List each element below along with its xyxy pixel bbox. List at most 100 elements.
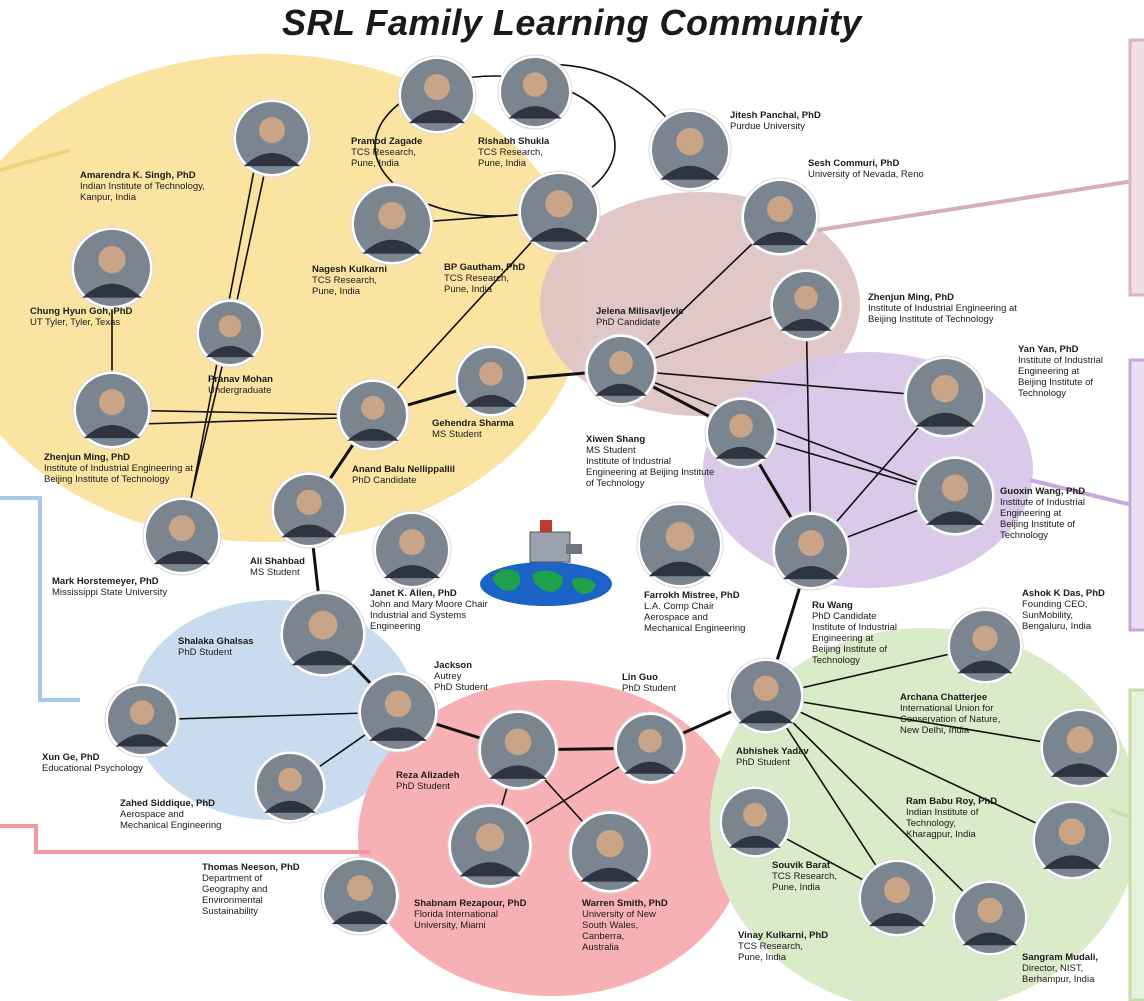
- photo-bp: [517, 170, 601, 254]
- link-abhishek-vinay: [765, 695, 898, 899]
- photo-nagesh: [350, 182, 434, 266]
- link-xun-jackson: [141, 711, 399, 721]
- photo-sangram: [951, 879, 1029, 957]
- photo-vinay: [857, 858, 937, 938]
- link-tcs-loop: [374, 75, 616, 217]
- photo-guoxin: [914, 455, 996, 537]
- photo-archana: [1039, 707, 1121, 789]
- photo-xun: [104, 682, 180, 758]
- link-abhishek-rambabu: [765, 695, 1073, 841]
- photo-rishabh: [497, 54, 573, 130]
- photo-jitesh: [648, 108, 732, 192]
- photo-shalaka: [279, 590, 367, 678]
- photo-zahed: [253, 750, 327, 824]
- photo-zhenjun-left: [72, 370, 152, 450]
- photo-amarendra: [232, 98, 312, 178]
- connector-blue: [0, 496, 80, 702]
- photo-reza: [477, 709, 559, 791]
- photo-anand: [336, 378, 410, 452]
- connector-mauve: [817, 178, 1141, 232]
- photo-ali: [270, 471, 348, 549]
- photo-rambabu: [1031, 799, 1113, 881]
- link-abhishek-archana: [765, 695, 1081, 749]
- photo-lin: [613, 711, 687, 785]
- side-panels: [1128, 38, 1144, 1001]
- photo-chung: [70, 226, 154, 310]
- photo-sesh: [740, 177, 820, 257]
- edge-connectors: [0, 148, 1144, 854]
- link-abhishek-sangram: [765, 695, 991, 919]
- photo-mark: [142, 496, 222, 576]
- link-bp-anand: [372, 211, 560, 416]
- photo-xiwen: [704, 396, 778, 470]
- photo-thomas: [320, 856, 400, 936]
- photo-yanyan: [903, 355, 987, 439]
- side-panel-mauve: [1128, 38, 1144, 297]
- connector-yellow: [0, 148, 71, 172]
- globe-land-1: [492, 569, 521, 591]
- connector-pink: [0, 824, 370, 854]
- machine-body: [529, 531, 571, 563]
- machine-top: [540, 520, 552, 532]
- photo-pramod: [397, 55, 477, 135]
- label-sangram: Sangram Mudali,Director, NIST,Berhampur,…: [1022, 952, 1099, 985]
- globe-land-3: [572, 577, 596, 594]
- photo-farrokh: [636, 501, 724, 589]
- link-zhenjun-anand: [139, 417, 341, 425]
- photo-gehendra: [454, 344, 528, 418]
- photo-jelena: [584, 333, 658, 407]
- photo-souvik: [718, 785, 792, 859]
- link-zhenjun_left-anand: [111, 409, 374, 416]
- connector-purple: [1029, 478, 1144, 510]
- link-jelena-guoxin: [620, 369, 956, 497]
- side-panel-green: [1128, 688, 1144, 1001]
- photo-layer: [70, 54, 1121, 957]
- photo-shabnam: [447, 803, 533, 889]
- photo-janet: [372, 510, 452, 590]
- side-panel-purple: [1128, 358, 1144, 632]
- photo-jackson: [357, 671, 439, 753]
- photo-abhishek: [727, 657, 805, 735]
- link-ru-zhenjun_top: [805, 304, 812, 552]
- photo-ru: [771, 511, 851, 591]
- photo-warren: [568, 810, 652, 894]
- photo-zhenjun-top: [769, 268, 843, 342]
- page-title: SRL Family Learning Community: [282, 2, 862, 43]
- globe-land-2: [532, 570, 563, 592]
- machine-arm: [566, 544, 582, 554]
